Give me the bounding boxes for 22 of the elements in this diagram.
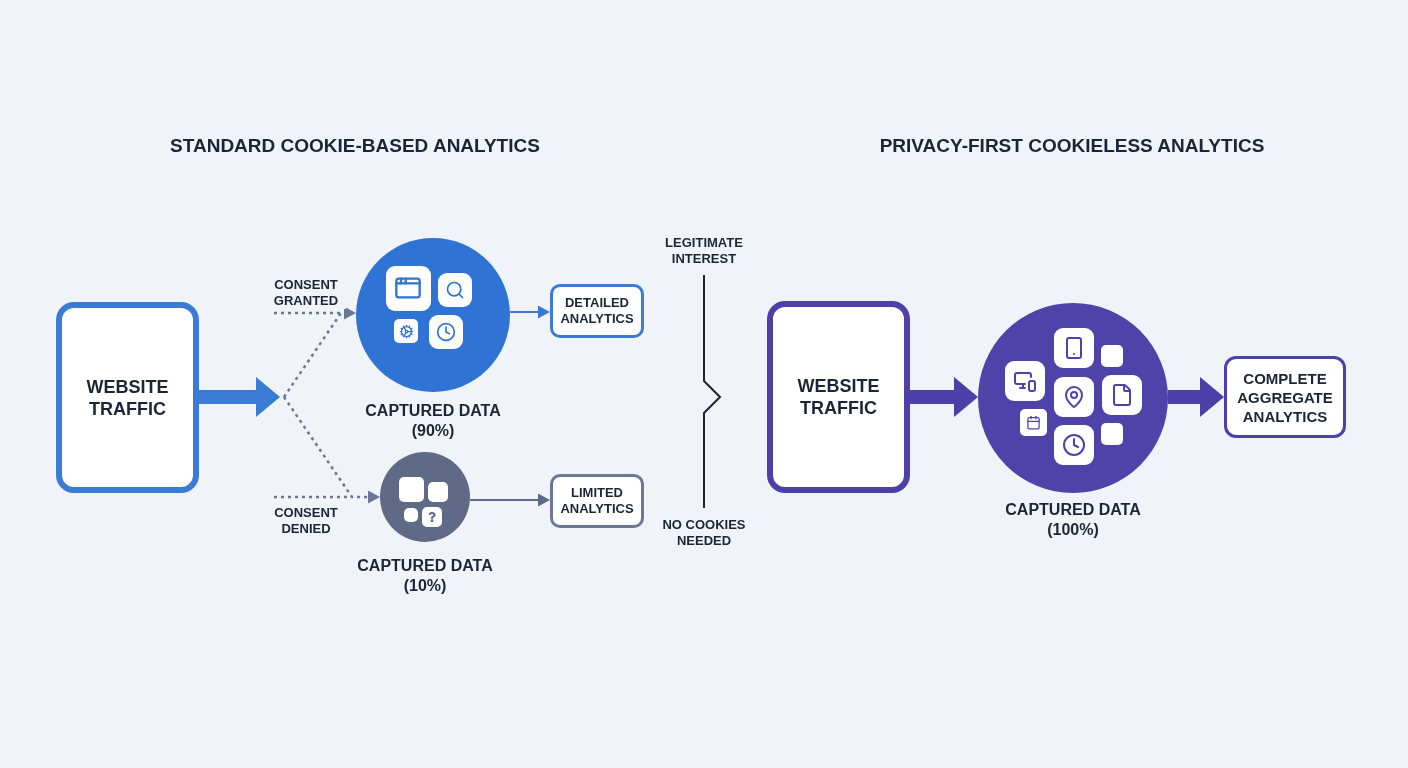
node-caption: CAPTURED DATA (10%) [356, 556, 494, 596]
process-box [767, 301, 910, 493]
arrow [272, 306, 357, 399]
arrow [910, 377, 978, 417]
node-label: WEBSITE TRAFFIC [85, 375, 170, 420]
node-label: COMPLETE AGGREGATE ANALYTICS [1236, 368, 1334, 426]
process-box [550, 474, 644, 528]
process-box [56, 302, 199, 493]
process-box [1224, 356, 1346, 438]
node-label: DETAILED ANALYTICS [559, 295, 635, 327]
section-heading: STANDARD COOKIE-BASED ANALYTICS [169, 134, 541, 158]
arrow [272, 395, 380, 504]
node-label: LIMITED ANALYTICS [559, 485, 635, 517]
divider-label: LEGITIMATE INTEREST [664, 235, 744, 267]
arrow [199, 377, 280, 417]
section-heading: PRIVACY-FIRST COOKIELESS ANALYTICS [878, 134, 1266, 158]
divider-label: NO COOKIES NEEDED [661, 517, 747, 549]
process-box [550, 284, 644, 338]
node-label: WEBSITE TRAFFIC [796, 375, 881, 419]
node-caption: CAPTURED DATA (100%) [1004, 500, 1142, 540]
node-caption: CAPTURED DATA (90%) [364, 401, 502, 441]
arrow [1168, 377, 1224, 417]
